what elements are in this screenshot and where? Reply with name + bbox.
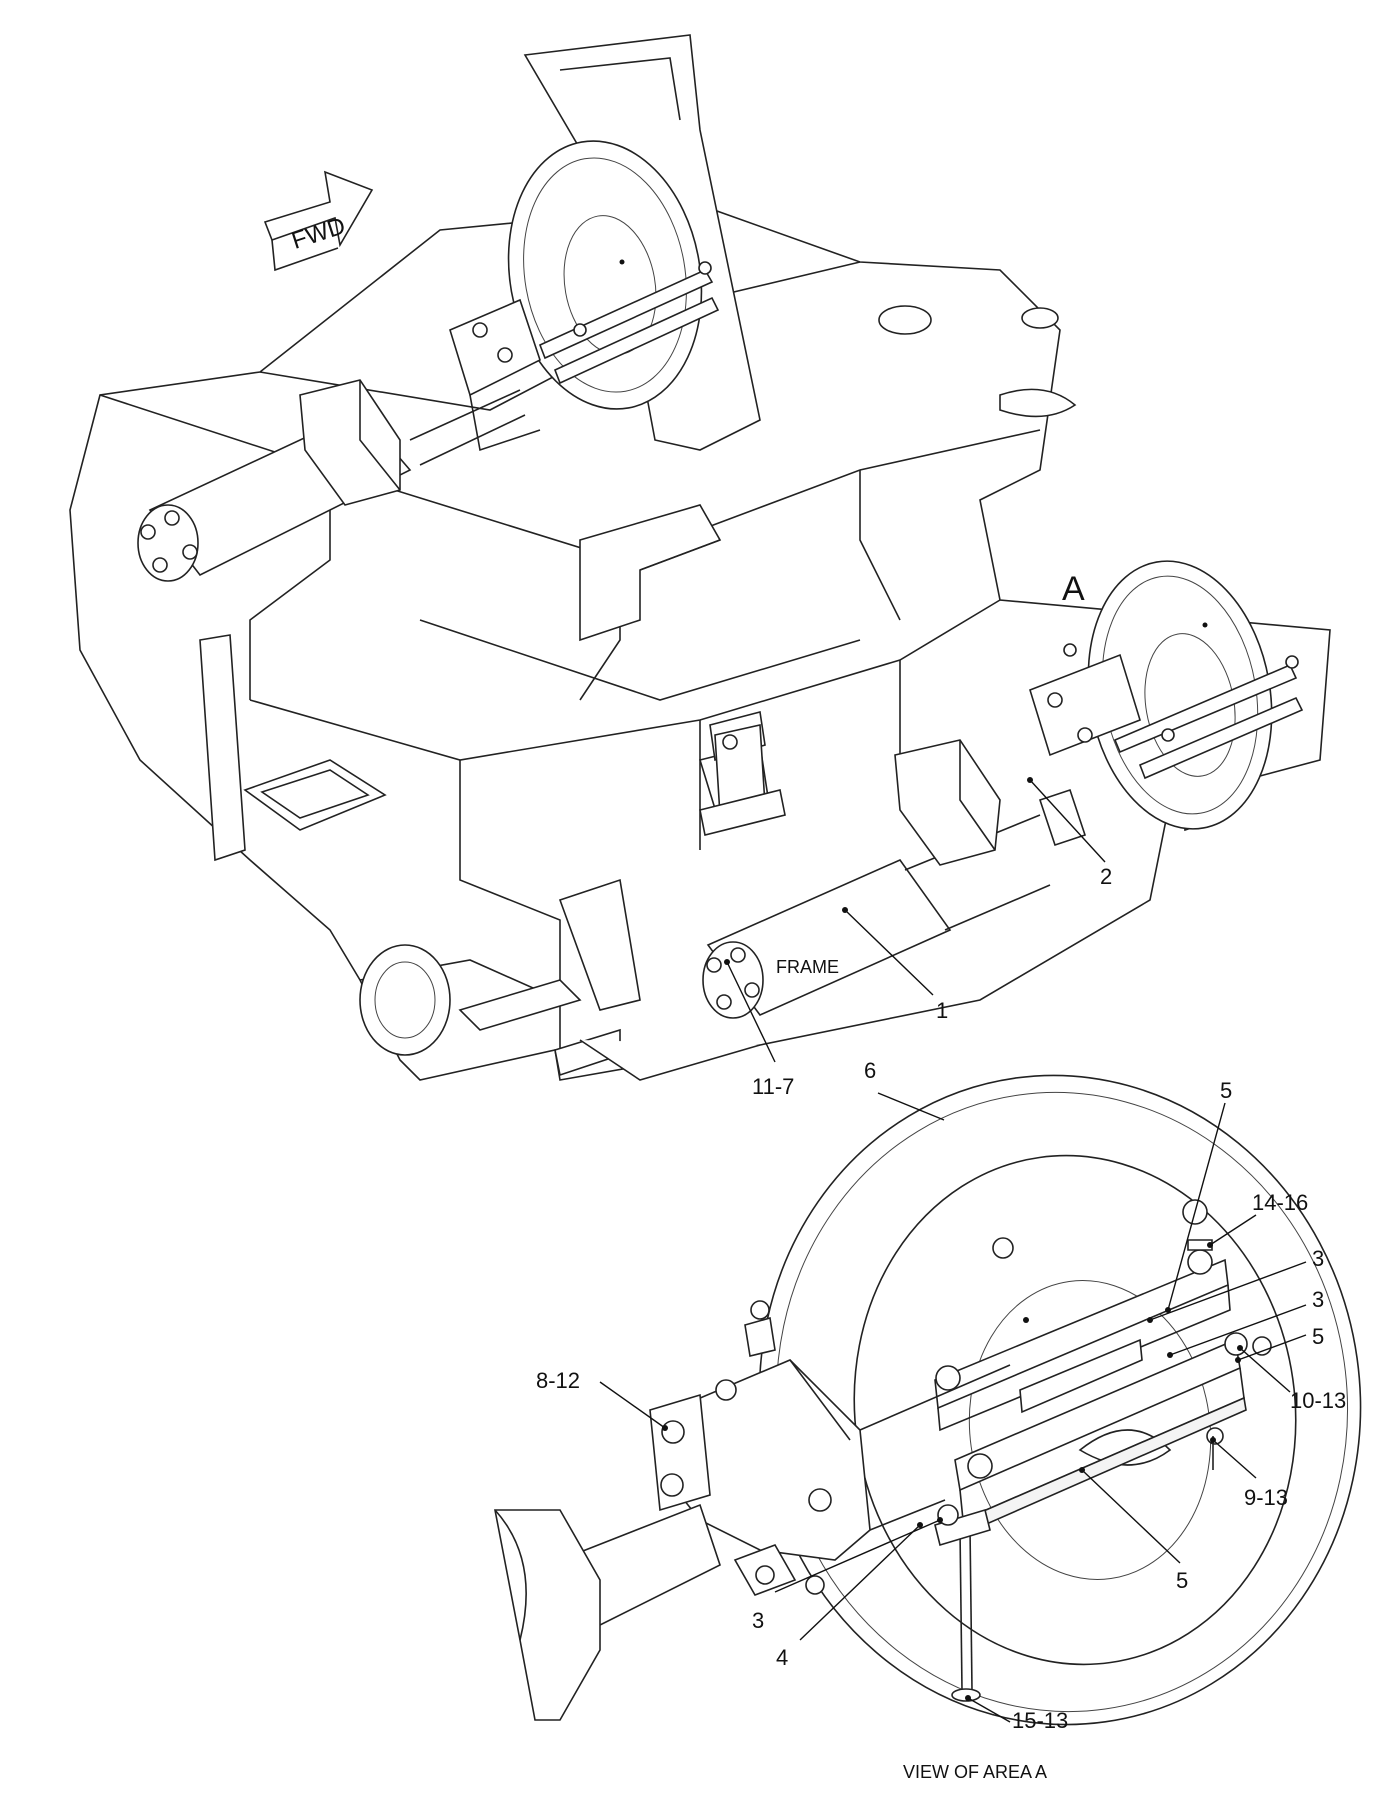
callout-10-13: 10-13 [1237,1345,1346,1413]
mount-post [699,724,786,836]
recoil-cylinder-front [702,739,1087,1019]
callout-5-mid-text: 5 [1312,1324,1324,1349]
callout-1: 1 [842,907,948,1023]
callout-1-text: 1 [936,998,948,1023]
callout-2-text: 2 [1100,864,1112,889]
callout-9-13-text: 9-13 [1244,1485,1288,1510]
callout-3-a: 3 [1147,1246,1324,1323]
callout-14-16: 14-16 [1207,1190,1308,1248]
callout-5-bot-text: 5 [1176,1568,1188,1593]
callout-4-text: 4 [776,1645,788,1670]
callout-8-12-text: 8-12 [536,1368,580,1393]
callout-5-top: 5 [1165,1078,1232,1313]
callout-5-bot: 5 [1079,1467,1188,1593]
callout-3-b-text: 3 [1312,1287,1324,1312]
callout-3-b: 3 [1167,1287,1324,1358]
callout-15-13-text: 15-13 [1012,1708,1068,1733]
recoil-cylinder-rear [137,379,526,582]
callout-8-12: 8-12 [536,1368,668,1431]
callout-5-top-text: 5 [1220,1078,1232,1103]
callout-3-c-text: 3 [752,1608,764,1633]
frame-label: FRAME [776,957,839,977]
front-idler-assembly [1029,560,1304,830]
detail-view-area-a [494,1074,1362,1726]
callout-10-13-text: 10-13 [1290,1388,1346,1413]
forward-direction-arrow: FWD [263,170,374,272]
callout-3-a-text: 3 [1312,1246,1324,1271]
callout-4: 4 [776,1522,923,1670]
callout-15-13: 15-13 [965,1695,1068,1733]
callout-6-text: 6 [864,1058,876,1083]
callout-11-7-text: 11-7 [752,1074,794,1099]
callout-2: 2 [1027,777,1112,889]
callout-9-13: 9-13 [1210,1437,1288,1510]
view-caption: VIEW OF AREA A [903,1762,1047,1782]
callout-11-7: 11-7 [724,959,794,1099]
callout-6: 6 [864,1058,945,1121]
callout-14-16-text: 14-16 [1252,1190,1308,1215]
area-marker: A [1062,570,1085,608]
rear-idler-assembly [449,34,761,452]
